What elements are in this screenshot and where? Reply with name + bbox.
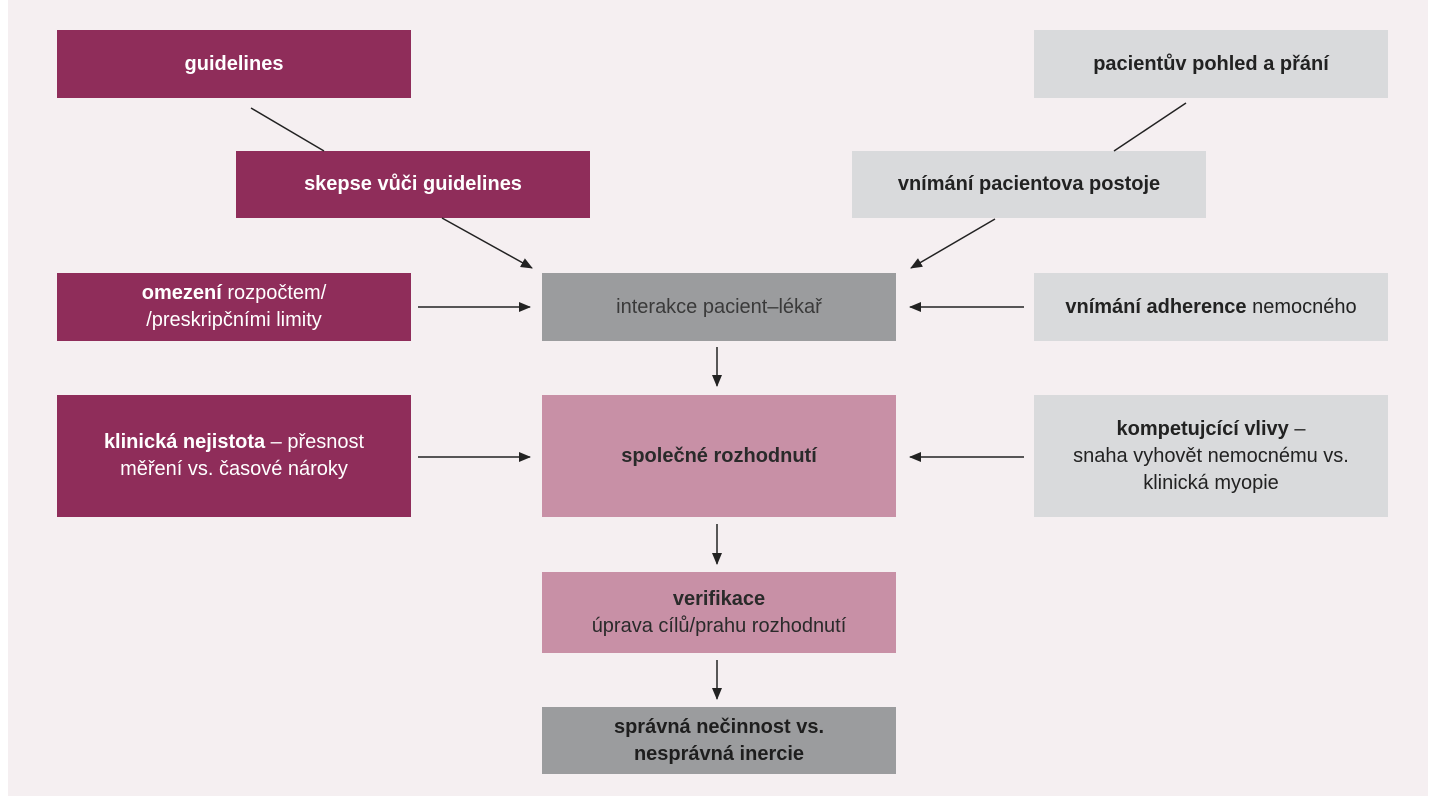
- omezeni-line2: /preskripčními limity: [146, 309, 322, 331]
- adherence-box: vnímání adherence nemocného: [1034, 273, 1388, 341]
- kompetujici-vlivy-box: kompetujcící vlivy – snaha vyhovět nemoc…: [1034, 395, 1388, 517]
- connector-layer: [250, 102, 1187, 700]
- kompetujici-line1-rest: –: [1288, 417, 1306, 440]
- kompetujici-bold: kompetujcící vlivy: [1116, 417, 1289, 440]
- klinicka-line1: klinická nejistota – přesnost: [104, 429, 364, 456]
- omezeni-box: omezení rozpočtem/ /preskripčními limity: [57, 273, 411, 341]
- klinicka-line2: měření vs. časové nároky: [120, 458, 348, 480]
- kompetujici-line3: klinická myopie: [1143, 471, 1279, 494]
- guidelines-box: guidelines: [57, 30, 411, 98]
- diagram-canvas: guidelines skepse vůči guidelines omezen…: [8, 0, 1428, 796]
- kompetujici-line1: kompetujcící vlivy –: [1117, 416, 1306, 443]
- klinicka-line1-rest: – přesnost: [265, 431, 365, 453]
- skepse-box: skepse vůči guidelines: [236, 151, 590, 218]
- klinicka-bold: klinická nejistota: [103, 431, 266, 453]
- verifikace-subtitle: úprava cílů/prahu rozhodnutí: [591, 614, 847, 637]
- vnimani-postoje-box: vnímání pacientova postoje: [852, 151, 1206, 218]
- omezeni-bold: omezení: [141, 282, 222, 304]
- vnimani-postoje-label: vnímání pacientova postoje: [897, 173, 1161, 195]
- interakce-label: interakce pacient–lékař: [616, 295, 822, 318]
- connector-guidelines-skepse: [250, 107, 325, 152]
- spolecne-label: společné rozhodnutí: [621, 444, 817, 467]
- interakce-box: interakce pacient–lékař: [542, 273, 896, 341]
- omezeni-line1-rest: rozpočtem/: [221, 282, 327, 304]
- spolecne-rozhodnuti-box: společné rozhodnutí: [542, 395, 896, 517]
- spravna-necinnost-box: správná nečinnost vs. nesprávná inercie: [542, 707, 896, 774]
- pacientuv-pohled-box: pacientův pohled a přání: [1034, 30, 1388, 98]
- arrow-skepse-interakce: [441, 217, 533, 269]
- klinicka-nejistota-box: klinická nejistota – přesnost měření vs.…: [57, 395, 411, 517]
- guidelines-label: guidelines: [184, 52, 284, 75]
- spravna-line1: správná nečinnost vs.: [613, 715, 825, 738]
- connector-pacientuv-vnimani: [1113, 102, 1187, 152]
- arrow-vnimani-interakce: [910, 218, 996, 269]
- adherence-line: vnímání adherence nemocného: [1065, 294, 1356, 321]
- adherence-bold: vnímání adherence: [1065, 295, 1247, 318]
- pacientuv-label: pacientův pohled a přání: [1093, 52, 1329, 75]
- adherence-rest: nemocného: [1246, 295, 1357, 318]
- skepse-label: skepse vůči guidelines: [304, 173, 522, 195]
- verifikace-title: verifikace: [672, 587, 766, 610]
- kompetujici-line2: snaha vyhovět nemocnému vs.: [1073, 444, 1349, 467]
- verifikace-box: verifikace úprava cílů/prahu rozhodnutí: [542, 572, 896, 653]
- omezeni-line1: omezení rozpočtem/: [142, 280, 327, 307]
- spravna-line2: nesprávná inercie: [633, 742, 805, 765]
